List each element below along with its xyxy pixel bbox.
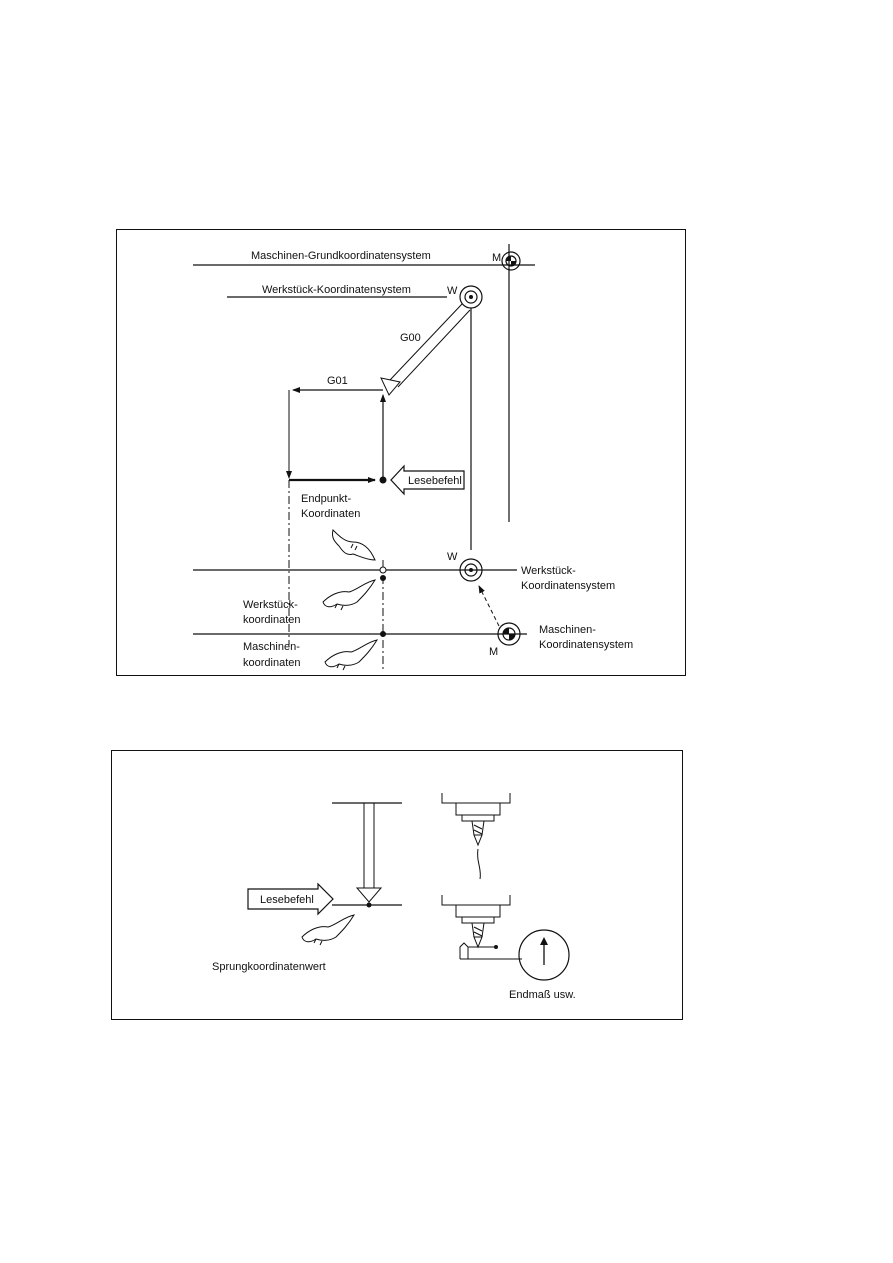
machine-bottom-m-label: M [489,646,498,658]
machine-system-right-line1: Maschinen- [539,624,596,636]
machine-base-origin-symbol [501,251,521,271]
offset-dashed-arrow [478,585,500,627]
workpiece-open-dot [379,566,387,574]
read-command-arrow [390,464,465,496]
coordinate-systems-figure: Maschinen-Grundkoordinatensystem M Werks… [116,229,686,676]
read-command-label: Lesebefehl [408,475,462,487]
workpiece-origin-top-symbol [459,285,483,309]
gauge-label: Endmaß usw. [509,989,576,1001]
machine-coords-line1: Maschinen- [243,641,300,653]
workpiece-system-right-line2: Koordinatensystem [521,580,615,592]
skip-point-dot [366,902,372,908]
machine-coordinate-dot [380,631,386,637]
pointing-hand-icon [324,639,379,671]
read-command-label: Lesebefehl [260,894,314,906]
workpiece-coordinate-dot [380,575,386,581]
skip-measurement-diagram: Lesebefehl Sprungkoordinatenwert [212,793,576,1001]
pointing-hand-icon [301,914,356,946]
machine-base-m-label: M [492,252,501,264]
gauge-block-icon [459,942,469,959]
pointing-hand-icon [332,529,376,561]
machine-coords-line2: koordinaten [243,657,301,669]
workpiece-system-right-line1: Werkstück- [521,565,576,577]
endpoint-label-line2: Koordinaten [301,508,360,520]
workpiece-coords-line2: koordinaten [243,614,301,626]
workpiece-origin-bottom-symbol [459,558,483,582]
machine-system-right-line2: Koordinatensystem [539,639,633,651]
dial-indicator-icon [518,929,570,981]
spindle-bottom-icon [441,895,511,949]
gauge-contact-dot [494,945,498,949]
spindle-top-icon [441,793,511,847]
workpiece-bottom-w-label: W [447,551,458,563]
jump-value-label: Sprungkoordinatenwert [212,961,326,973]
workpiece-coords-line1: Werkstück- [243,599,298,611]
endpoint-dot [379,476,387,484]
pointing-hand-icon [322,579,377,611]
read-command-arrow [247,882,334,916]
g01-label: G01 [327,375,348,387]
skip-measurement-figure: Lesebefehl Sprungkoordinatenwert [111,750,683,1020]
workpiece-system-top-label: Werkstück-Koordinatensystem [262,284,411,296]
g00-label: G00 [400,332,421,344]
hollow-down-arrow [355,803,383,903]
machine-base-label: Maschinen-Grundkoordinatensystem [251,250,431,262]
coordinate-systems-diagram: Maschinen-Grundkoordinatensystem M Werks… [193,244,633,671]
g00-rapid-arrow [380,303,471,396]
endpoint-label-line1: Endpunkt- [301,493,351,505]
machine-origin-bottom-symbol [497,622,521,646]
workpiece-top-w-label: W [447,285,458,297]
break-line [477,848,481,880]
